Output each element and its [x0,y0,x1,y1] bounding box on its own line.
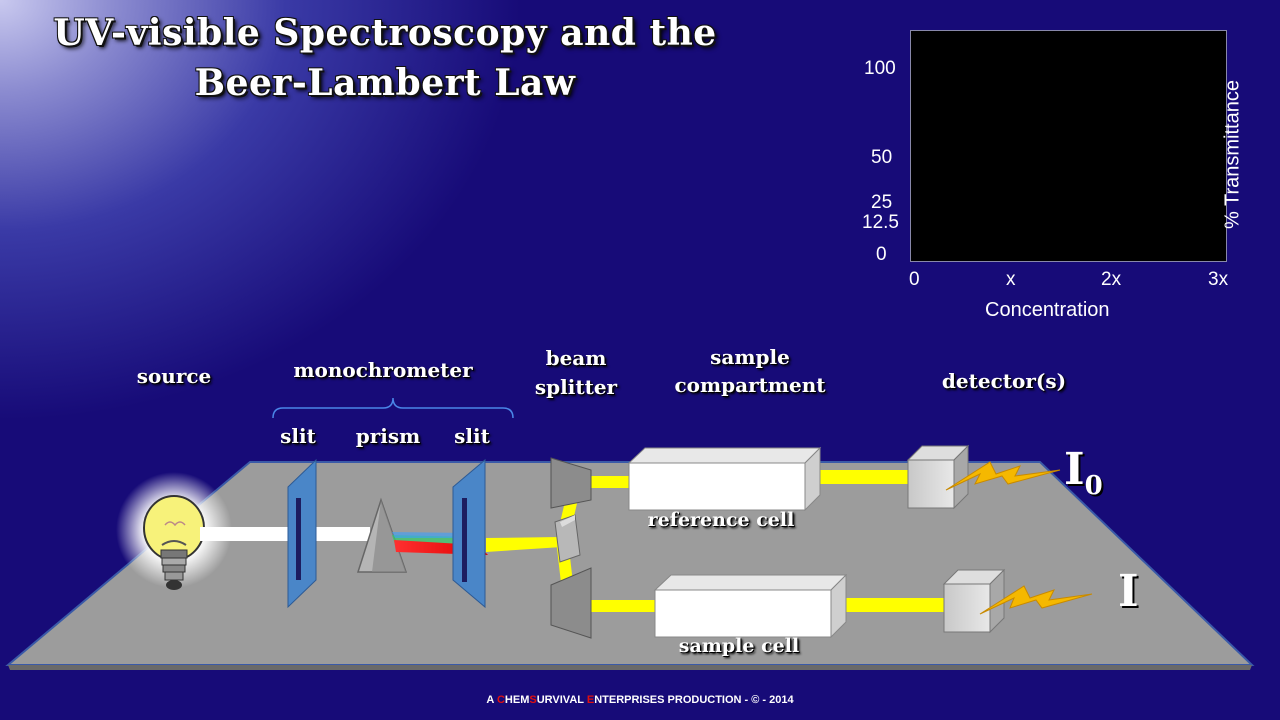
I0-subscript: 0 [1084,471,1103,501]
exit-slit [452,458,486,609]
x-tick-3x: 3x [1208,269,1229,290]
label-slit-right: slit [454,424,490,448]
title-line-2: Beer-Lambert Law [194,62,576,104]
footer-rest: NTERPRISES PRODUCTION - © - 2014 [594,694,794,706]
footer-hem: HEM [504,694,530,706]
sample-detector [942,568,1006,634]
footer-urvival: URVIVAL [536,694,587,706]
label-slit-left: slit [280,424,316,448]
label-sample-cell: sample cell [678,635,800,657]
footer-a: A [486,694,497,706]
footer-s: S [529,694,537,706]
x-tick-2x: 2x [1101,269,1122,290]
y-tick-100: 100 [864,58,896,79]
lightning-bolt-icon [979,585,1093,615]
y-tick-50: 50 [871,147,893,168]
transmittance-plot-area [910,30,1227,262]
label-I0: I0 [1064,444,1103,501]
title-line-1: UV-visible Spectroscopy and the [53,12,717,54]
light-bulb-icon [116,472,232,590]
entrance-slit [287,458,317,609]
label-sample: sample [710,345,790,369]
I0-main: I [1064,444,1085,495]
monochrometer-brace [272,397,514,419]
white-light-beam [200,527,370,541]
footer-e: E [586,694,595,706]
label-I: I [1118,566,1139,617]
y-tick-0: 0 [876,244,887,265]
label-splitter: splitter [534,375,618,399]
footer-c: C [496,694,505,706]
beam-splitter [550,457,592,639]
prism [356,497,408,573]
y-tick-12-5: 12.5 [862,212,899,233]
reference-cell [627,446,822,512]
label-detectors: detector(s) [941,369,1067,393]
label-source: source [136,364,212,388]
sample-cell [653,573,848,639]
x-tick-x: x [1006,269,1016,290]
x-tick-0: 0 [909,269,920,290]
label-prism: prism [355,424,421,448]
label-reference-cell: reference cell [647,509,795,531]
x-axis-label: Concentration [985,299,1110,321]
label-compartment: compartment [674,373,826,397]
reference-detector [906,444,970,510]
footer-credit: A CHEMSURVIVAL ENTERPRISES PRODUCTION - … [0,694,1280,706]
label-monochrometer: monochrometer [293,358,473,382]
y-tick-25: 25 [871,192,893,213]
lightning-bolt-icon [945,461,1061,491]
label-beam: beam [545,346,607,370]
